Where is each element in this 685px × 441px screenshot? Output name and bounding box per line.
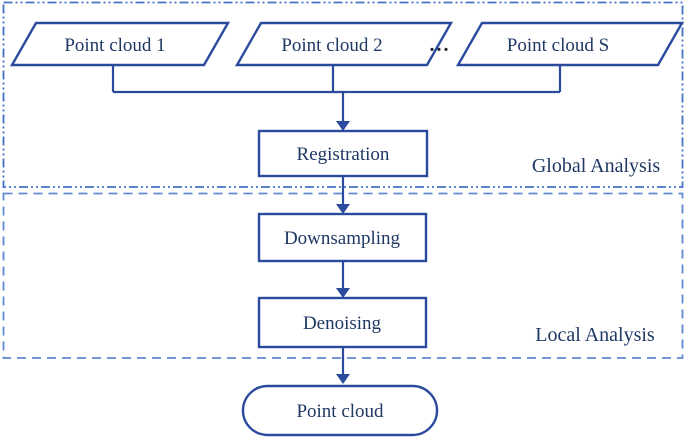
input-node-point-cloud-2 (234, 21, 454, 67)
arrow-registration-to-downsampling (336, 176, 350, 214)
arrow-downsampling-to-denoising (336, 261, 350, 298)
arrowhead-into-output (336, 374, 350, 384)
arrowhead-into-registration (336, 121, 350, 131)
output-node-point-cloud (241, 384, 439, 437)
arrowhead-into-downsampling (336, 204, 350, 214)
arrow-denoising-to-output (336, 347, 350, 384)
process-node-denoising (257, 296, 428, 349)
process-node-label-denoising: Denoising (303, 313, 382, 334)
process-node-label-registration: Registration (297, 144, 390, 165)
merge-connector (111, 65, 562, 122)
process-node-label-downsampling: Downsampling (284, 228, 401, 249)
input-node-point-cloud-s (455, 21, 685, 67)
output-node-label: Point cloud (296, 401, 384, 422)
region-label-global-analysis: Global Analysis (532, 155, 661, 177)
input-node-label-1: Point cloud 1 (64, 35, 165, 56)
input-node-label-2: Point cloud 2 (281, 35, 382, 56)
ellipsis-label: ... (430, 34, 451, 56)
region-label-local-analysis: Local Analysis (535, 324, 655, 346)
input-node-point-cloud-1 (9, 21, 231, 67)
process-node-downsampling (257, 212, 428, 263)
arrowhead-into-denoising (336, 288, 350, 298)
global-analysis-region (2, 1, 684, 188)
process-node-registration (257, 129, 429, 178)
input-node-label-s: Point cloud S (507, 35, 609, 56)
